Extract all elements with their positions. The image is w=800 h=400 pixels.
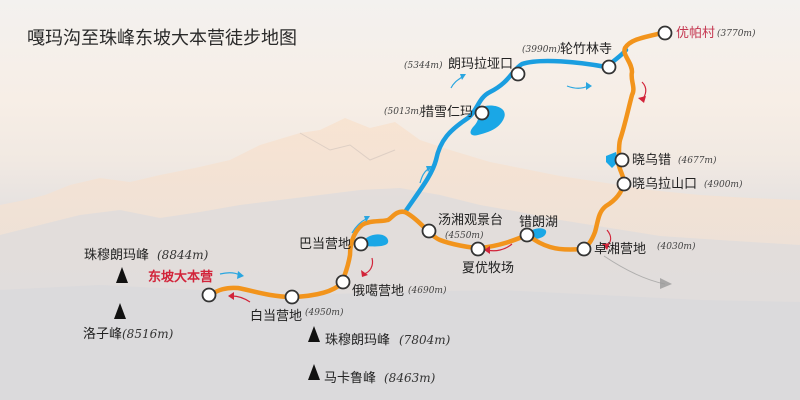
waypoint-elev-lunzhulinsi: (3990m) [522,45,561,55]
direction-arrows [219,74,672,303]
peak-elev-everest: (8844m) [157,248,209,262]
lake-cuoxuerenma [470,105,505,136]
waypoint-label-tangxiangguanjingtai: 汤湘观景台 [438,213,504,228]
peak-label-everest: 珠穆朗玛峰 [84,248,150,263]
peak-markers [114,267,320,380]
waypoint-label-lunzhulinsi: 轮竹林寺 [560,42,613,57]
waypoint-label-xiaowucuo: 晓乌错 [632,153,672,168]
waypoint-nodes [201,25,673,305]
peak-elev-lhotse: (8516m) [122,327,174,341]
waypoint-label-youpacun: 优帕村 [676,26,716,41]
peak-label-everest-2: 珠穆朗玛峰 [325,333,391,348]
waypoint-elev-zhuoxiangyingdi: (4030m) [657,242,696,252]
map-title: 嘎玛沟至珠峰东坡大本营徒步地图 [27,28,297,49]
route-orange-segment [207,30,665,300]
waypoint-elev-youpacun: (3770m) [717,29,756,39]
waypoint-label-langmalayakou: 朗玛拉垭口 [448,57,514,72]
waypoint-label-egayingdi: 俄噶营地 [352,284,405,299]
waypoint-elev-langmalayakou: (5344m) [404,61,443,71]
peak-label-makalu: 马卡鲁峰 [324,371,377,386]
waypoint-label-cuoxuerenma: 措雪仁玛 [421,105,474,120]
waypoint-elev-egayingdi: (4690m) [408,286,447,296]
peak-elev-makalu: (8463m) [384,371,436,385]
waypoint-elev-cuoxuerenma: (5013m) [384,107,423,117]
waypoint-elev-xiaowucuo: (4677m) [678,156,717,166]
waypoint-label-zhuoxiangyingdi: 卓湘营地 [594,242,647,257]
waypoint-elev-tangxiangguanjingtai: (4550m) [445,231,484,241]
lake-badang [364,234,389,247]
lake-xiaowucuo [606,152,618,168]
waypoint-elev-baidangyingdi: (4950m) [305,308,344,318]
waypoint-elev-xiaowulashankou: (4900m) [704,180,743,190]
waypoint-label-dongpodabenying: 东坡大本营 [148,270,214,285]
waypoint-label-cuolanghu: 错朗湖 [519,215,559,230]
peak-label-lhotse: 洛子峰 [83,327,123,342]
waypoint-label-xiayoumuchang: 夏优牧场 [462,261,515,276]
peak-elev-everest-2: (7804m) [399,333,451,347]
waypoint-label-xiaowulashankou: 晓乌拉山口 [632,177,698,192]
waypoint-label-baidangyingdi: 白当营地 [250,309,303,324]
waypoint-label-badangyingdi: 巴当营地 [299,237,352,252]
